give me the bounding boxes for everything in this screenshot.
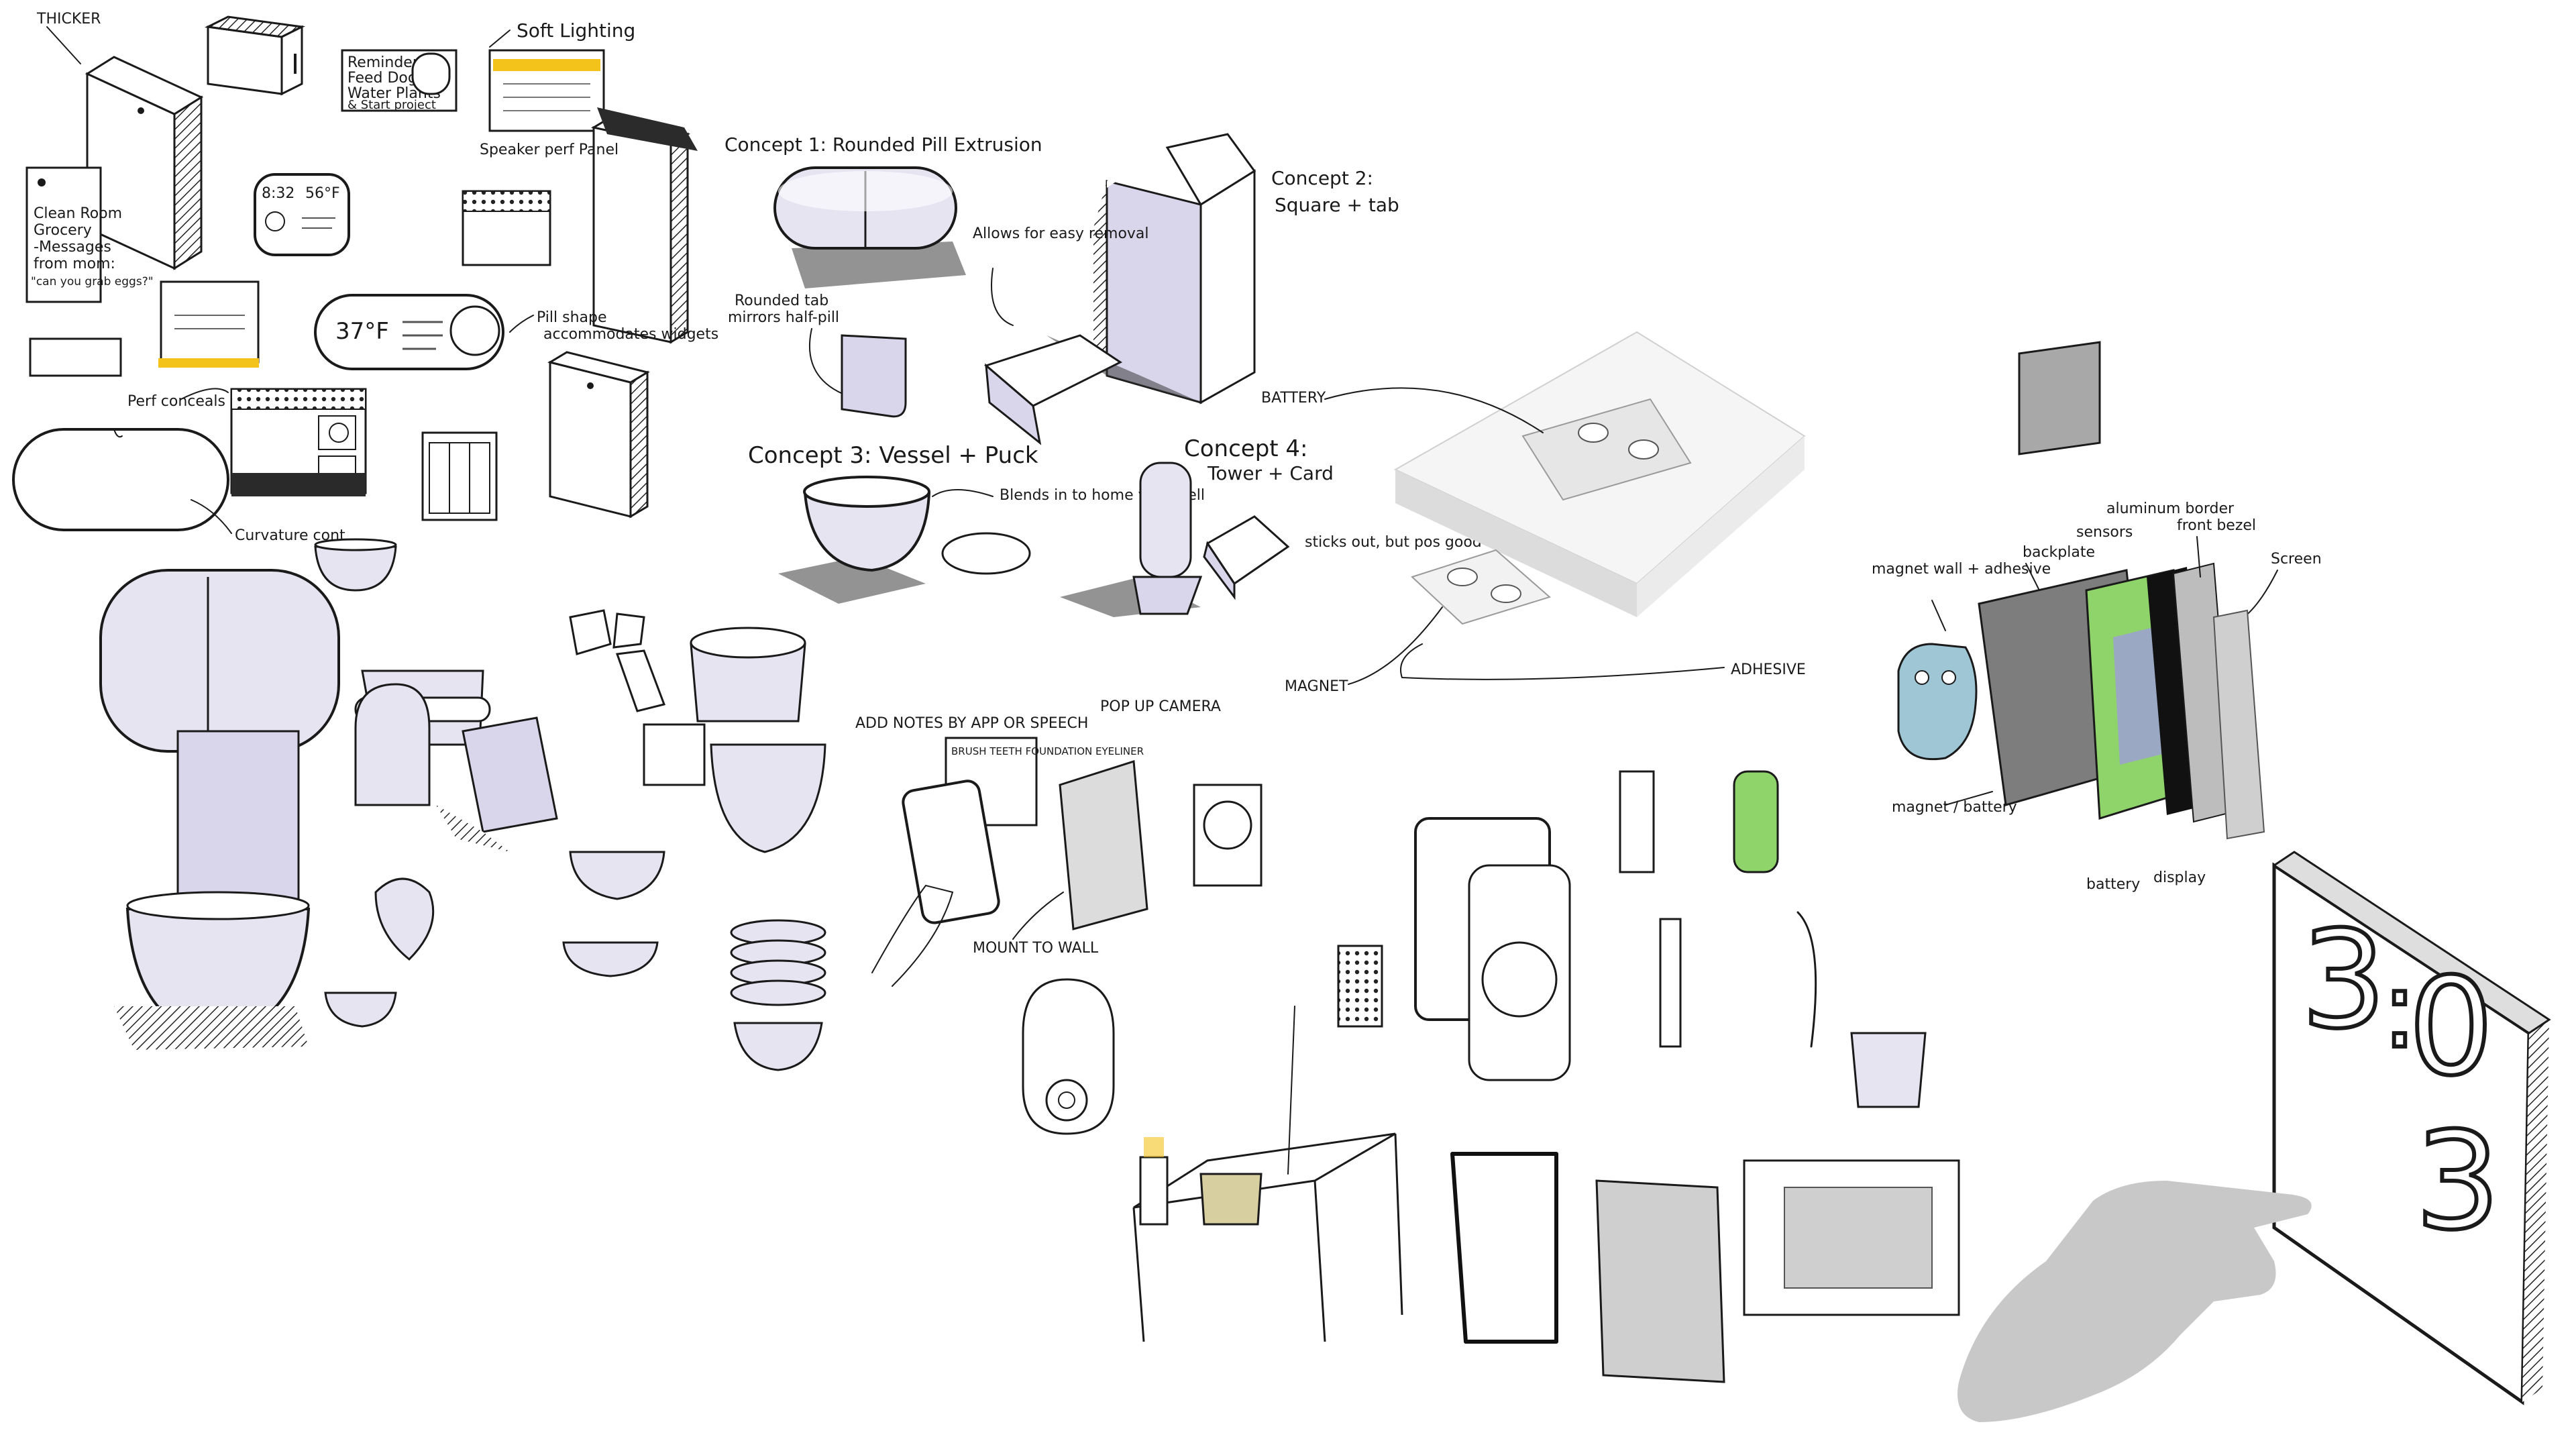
label-thicker: THICKER: [36, 11, 101, 28]
sketch-pod-camera: [1022, 978, 1115, 1135]
sketch-large-pill-tower: [99, 569, 340, 1050]
clock-digit-1: 3: [2301, 902, 2386, 1059]
label-temp-56: 56°F: [305, 185, 340, 202]
label-concept-2-title: Concept 2:: [1271, 167, 1373, 189]
sketch-mixed-forms: [324, 669, 558, 1028]
label-can-you-grab-eggs: "can you grab eggs?": [31, 275, 154, 288]
label-accommodates-widgets: accommodates widgets: [543, 326, 718, 343]
sketch-side-table: [1132, 1006, 1403, 1342]
label-brush-teeth-note: BRUSH TEETH FOUNDATION EYELINER: [951, 745, 1144, 757]
label-aluminum-border: aluminum border: [2106, 500, 2235, 517]
exploded-view-components: magnet wall + adhesive backplate sensors…: [1872, 341, 2322, 893]
sketch-perf-camera-unit: Perf conceals camera: [127, 388, 367, 496]
label-grocery: Grocery: [34, 222, 92, 239]
label-front-bezel: front bezel: [2177, 517, 2256, 534]
sketch-small-bowl: [314, 538, 397, 592]
sketch-clock-display: 3 : 0 3: [2272, 851, 2551, 1405]
label-feed-dog: Feed Dog: [347, 70, 417, 87]
label-battery: BATTERY: [1261, 390, 1326, 407]
label-adhesive: ADHESIVE: [1731, 661, 1806, 678]
sketch-soft-lighting: Soft Lighting: [488, 19, 635, 132]
label-magnet-battery: magnet / battery: [1892, 799, 2017, 816]
concept-1-pill-extrusion: Concept 1: Rounded Pill Extrusion Rounde…: [724, 133, 1042, 418]
label-speaker-perf-panel: Speaker perf Panel: [480, 142, 619, 158]
hand-pointing-icon: [1957, 1181, 2312, 1422]
sketch-bowls-stack: [562, 609, 826, 977]
sketch-stacked-rings: [730, 919, 826, 1071]
label-magnet: MAGNET: [1285, 678, 1348, 695]
label-rounded-tab: Rounded tab: [735, 292, 828, 309]
label-soft-lighting: Soft Lighting: [517, 19, 635, 42]
sketch-weather-widget: 8:32 56°F: [254, 173, 350, 256]
sketch-reminders-screen: Reminders Feed Dog Water Plants & Start …: [341, 49, 458, 112]
render-square-wall-unit: BATTERY MAGNET ADHESIVE: [1261, 331, 1806, 695]
label-concept-4-title: Concept 4:: [1184, 435, 1308, 462]
clock-digit-3: 3: [2415, 1104, 2500, 1260]
clock-colon: :: [2381, 947, 2418, 1072]
label-time-832: 8:32: [262, 185, 294, 202]
label-add-notes: ADD NOTES BY APP OR SPEECH: [855, 715, 1088, 732]
label-battery-lower: battery: [2086, 876, 2140, 893]
sketch-speaker-panel: Speaker perf Panel: [462, 142, 619, 266]
sketch-tablet-stand: [590, 107, 698, 344]
label-backplate: backplate: [2023, 544, 2095, 561]
label-temp-37: 37°F: [335, 318, 389, 345]
label-pill-shape: Pill shape: [537, 309, 607, 326]
label-clean-room: Clean Room: [34, 205, 122, 222]
label-sensors: sensors: [2076, 524, 2133, 541]
sketch-pill-widget: 37°F Pill shape accommodates widgets: [314, 294, 718, 370]
sketch-list-display: Clean Room Grocery -Messages from mom: "…: [25, 166, 154, 303]
label-concept-1: Concept 1: Rounded Pill Extrusion: [724, 133, 1042, 156]
sketch-thick-wall-unit: THICKER: [36, 11, 204, 270]
sketch-small-screens: [29, 280, 260, 377]
label-mount-to-wall: MOUNT TO WALL: [973, 940, 1099, 957]
sketch-wall-mount: POP UP CAMERA MOUNT TO WALL: [973, 698, 1263, 957]
label-concept-2-sub: Square + tab: [1275, 194, 1399, 216]
label-screen: Screen: [2271, 551, 2322, 568]
label-allows-removal: Allows for easy removal: [973, 225, 1149, 242]
label-concept-3: Concept 3: Vessel + Puck: [748, 442, 1038, 469]
label-display: display: [2153, 869, 2206, 886]
label-from-mom: from mom:: [34, 256, 115, 272]
label-concept-4-sub: Tower + Card: [1207, 462, 1334, 484]
label-mirrors-pill: mirrors half-pill: [728, 309, 839, 326]
label-pop-up-camera: POP UP CAMERA: [1100, 698, 1221, 715]
label-messages: -Messages: [34, 239, 111, 256]
clock-digit-2: 0: [2408, 949, 2493, 1106]
sketch-curved-pill: Curvature cont: [12, 428, 345, 544]
label-start-project: & Start project: [347, 98, 436, 112]
sketch-tall-panel: [547, 351, 650, 519]
sketch-phone-app: ADD NOTES BY APP OR SPEECH BRUSH TEETH F…: [855, 715, 1144, 987]
label-magnet-wall-adhesive: magnet wall + adhesive: [1872, 561, 2051, 578]
concept-2-square-tab: Concept 2: Square + tab Allows for easy …: [973, 133, 1399, 445]
sketch-perf-box: [204, 15, 306, 96]
sketch-teardown-parts: [1337, 770, 1960, 1383]
sketch-tray-box: [421, 431, 498, 521]
